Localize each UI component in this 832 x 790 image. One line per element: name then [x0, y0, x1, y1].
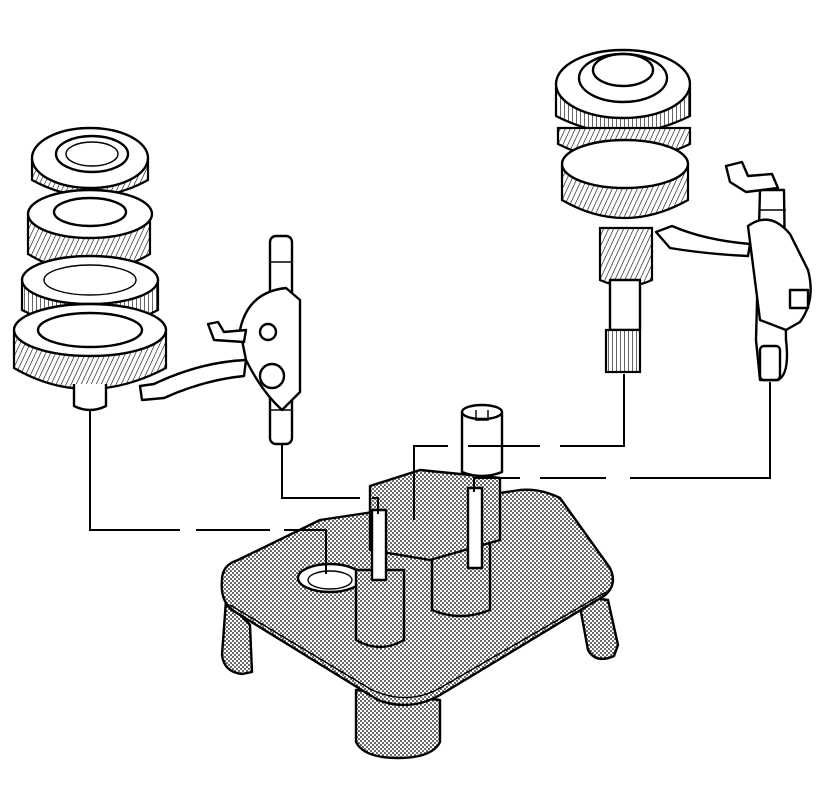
leader-lines	[89, 374, 771, 574]
left-shift-fork	[138, 234, 302, 446]
holding-fixture	[220, 403, 620, 760]
right-shift-fork	[654, 160, 812, 382]
mainshaft-gear-cluster	[554, 48, 692, 374]
countershaft-gear-cluster	[12, 126, 168, 412]
